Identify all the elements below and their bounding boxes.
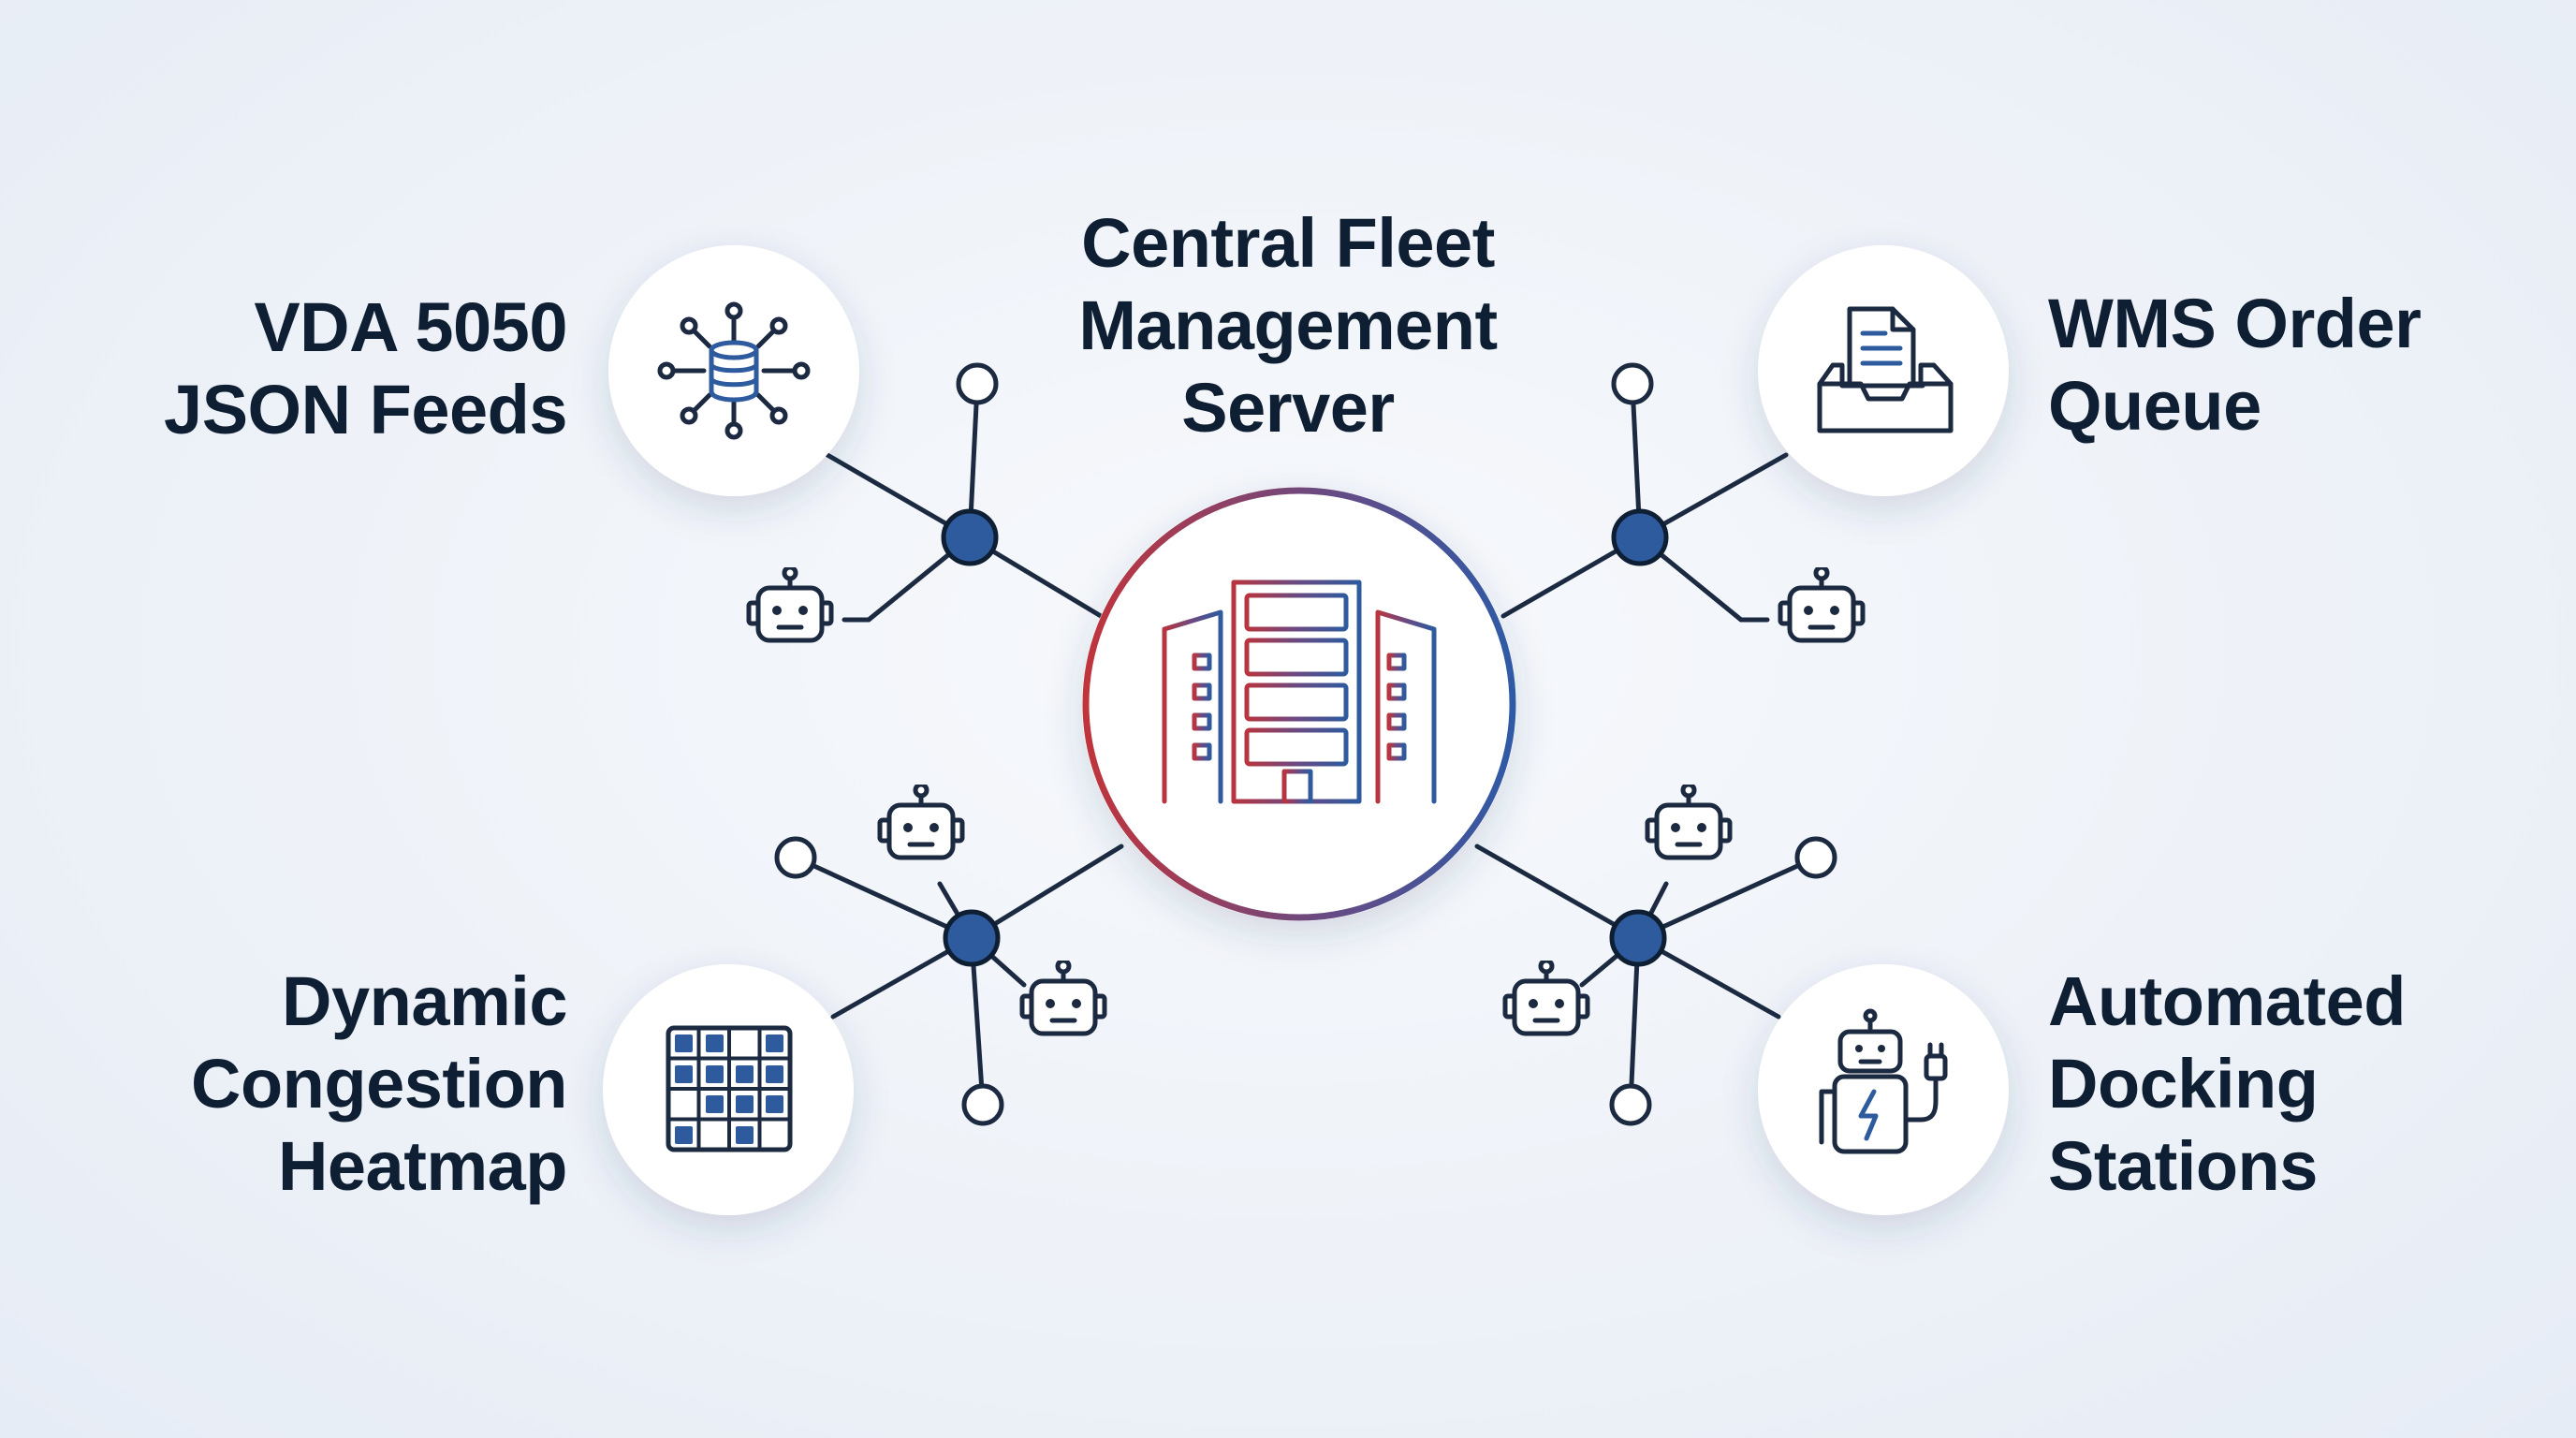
server-building-icon [1147, 580, 1452, 804]
endpoint-node [1794, 836, 1837, 879]
hub-dot [1609, 909, 1667, 967]
node-label-line: Heatmap [277, 1127, 568, 1205]
robot-icon [1780, 567, 1863, 640]
node-vda5050 [608, 245, 859, 496]
hub-dots [941, 508, 1669, 967]
node-label-heatmap: Dynamic Congestion Heatmap [191, 961, 567, 1208]
endpoint-node [961, 1083, 1004, 1126]
center-node [1082, 487, 1516, 921]
node-label-vda5050: VDA 5050 JSON Feeds [164, 286, 567, 451]
center-title-line: Management [1078, 286, 1498, 364]
node-label-line: Congestion [191, 1045, 567, 1123]
node-label-line: Stations [2048, 1127, 2318, 1205]
hub-dot [1611, 508, 1669, 566]
connector-line [793, 855, 974, 941]
database-network-icon [657, 301, 811, 440]
connector-line [1474, 844, 1641, 941]
heatmap-grid-icon [666, 1025, 793, 1152]
center-node-title: Central Fleet Management Server [1007, 202, 1569, 449]
document-inbox-icon [1817, 306, 1954, 433]
node-label-docking: Automated Docking Stations [2048, 961, 2406, 1208]
hub-dot [943, 909, 1001, 967]
node-label-line: JSON Feeds [164, 371, 567, 448]
robot-icon [749, 567, 831, 640]
node-docking [1758, 964, 2009, 1215]
node-label-line: WMS Order [2048, 285, 2422, 362]
connector-line [969, 844, 1124, 941]
endpoint-node [774, 836, 817, 879]
hub-dot [941, 508, 999, 566]
center-title-line: Server [1181, 369, 1395, 447]
node-label-line: Queue [2048, 367, 2261, 445]
robot-icon [1647, 785, 1730, 858]
robot-icon [1022, 961, 1105, 1034]
node-label-line: Automated [2048, 962, 2406, 1040]
node-label-line: VDA 5050 [254, 288, 567, 366]
database-icon [709, 340, 759, 403]
center-title-line: Central Fleet [1081, 204, 1495, 282]
node-label-wms: WMS Order Queue [2048, 283, 2422, 448]
node-label-line: Dynamic [282, 962, 567, 1040]
endpoint-node [1611, 362, 1654, 405]
endpoint-node [956, 362, 999, 405]
node-label-line: Docking [2048, 1045, 2319, 1123]
robot-charging-icon [1819, 1008, 1948, 1154]
robot-icon [880, 785, 962, 858]
node-heatmap [603, 964, 854, 1215]
connector-line [1635, 855, 1819, 941]
endpoint-node [1609, 1083, 1652, 1126]
endpoint-nodes [774, 362, 1837, 1126]
robot-icon [1505, 961, 1588, 1034]
node-wms [1758, 245, 2009, 496]
